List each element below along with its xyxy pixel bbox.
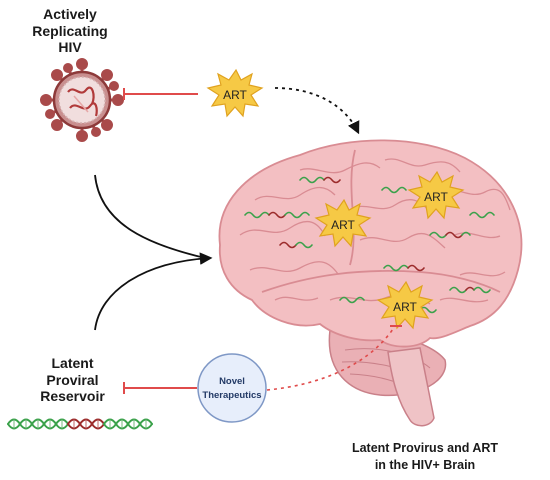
brain-caption: Latent Provirus and ART in the HIV+ Brai… bbox=[315, 440, 535, 474]
art-badge-brain-lower-label: ART bbox=[393, 300, 417, 314]
hiv-label-line1: Actively bbox=[43, 6, 97, 22]
virus-to-brain-arrow bbox=[94, 174, 206, 259]
art-badge-brain-right-label: ART bbox=[424, 190, 448, 204]
art-inhibits-virus-line bbox=[123, 88, 198, 100]
novel-therapeutics-badge: Novel Therapeutics bbox=[197, 353, 267, 423]
hiv-label-line3: HIV bbox=[58, 39, 82, 56]
therapeutics-line2: Therapeutics bbox=[202, 390, 261, 401]
reservoir-label-line1: Latent bbox=[51, 355, 94, 371]
art-badge-brain-right: ART bbox=[407, 170, 465, 220]
art-badge-top: ART bbox=[206, 68, 264, 118]
hiv-virion-icon bbox=[40, 58, 124, 142]
art-badge-brain-left-label: ART bbox=[331, 218, 355, 232]
therapeutics-to-brain-dotted-line bbox=[266, 325, 402, 391]
reservoir-label-line3: Reservoir bbox=[40, 388, 105, 405]
hiv-label-line2: Replicating bbox=[32, 22, 108, 39]
art-badge-brain-lower: ART bbox=[376, 280, 434, 330]
brain-caption-line1: Latent Provirus and ART bbox=[351, 441, 499, 455]
reservoir-label-line2: Proviral bbox=[46, 371, 99, 388]
therapeutics-inhibits-reservoir-line bbox=[123, 382, 197, 394]
art-badge-brain-left: ART bbox=[314, 198, 372, 248]
art-badge-top-label: ART bbox=[223, 88, 247, 102]
art-to-brain-dotted-arrow bbox=[274, 87, 360, 135]
reservoir-to-brain-arrow bbox=[94, 252, 213, 331]
brain-caption-line2: in the HIV+ Brain bbox=[374, 457, 476, 472]
proviral-dna-strand-icon bbox=[7, 418, 153, 430]
latent-proviral-reservoir-label: Latent Proviral Reservoir bbox=[20, 355, 125, 405]
actively-replicating-hiv-label: Actively Replicating HIV bbox=[10, 6, 130, 56]
therapeutics-line1: Novel bbox=[219, 376, 245, 387]
